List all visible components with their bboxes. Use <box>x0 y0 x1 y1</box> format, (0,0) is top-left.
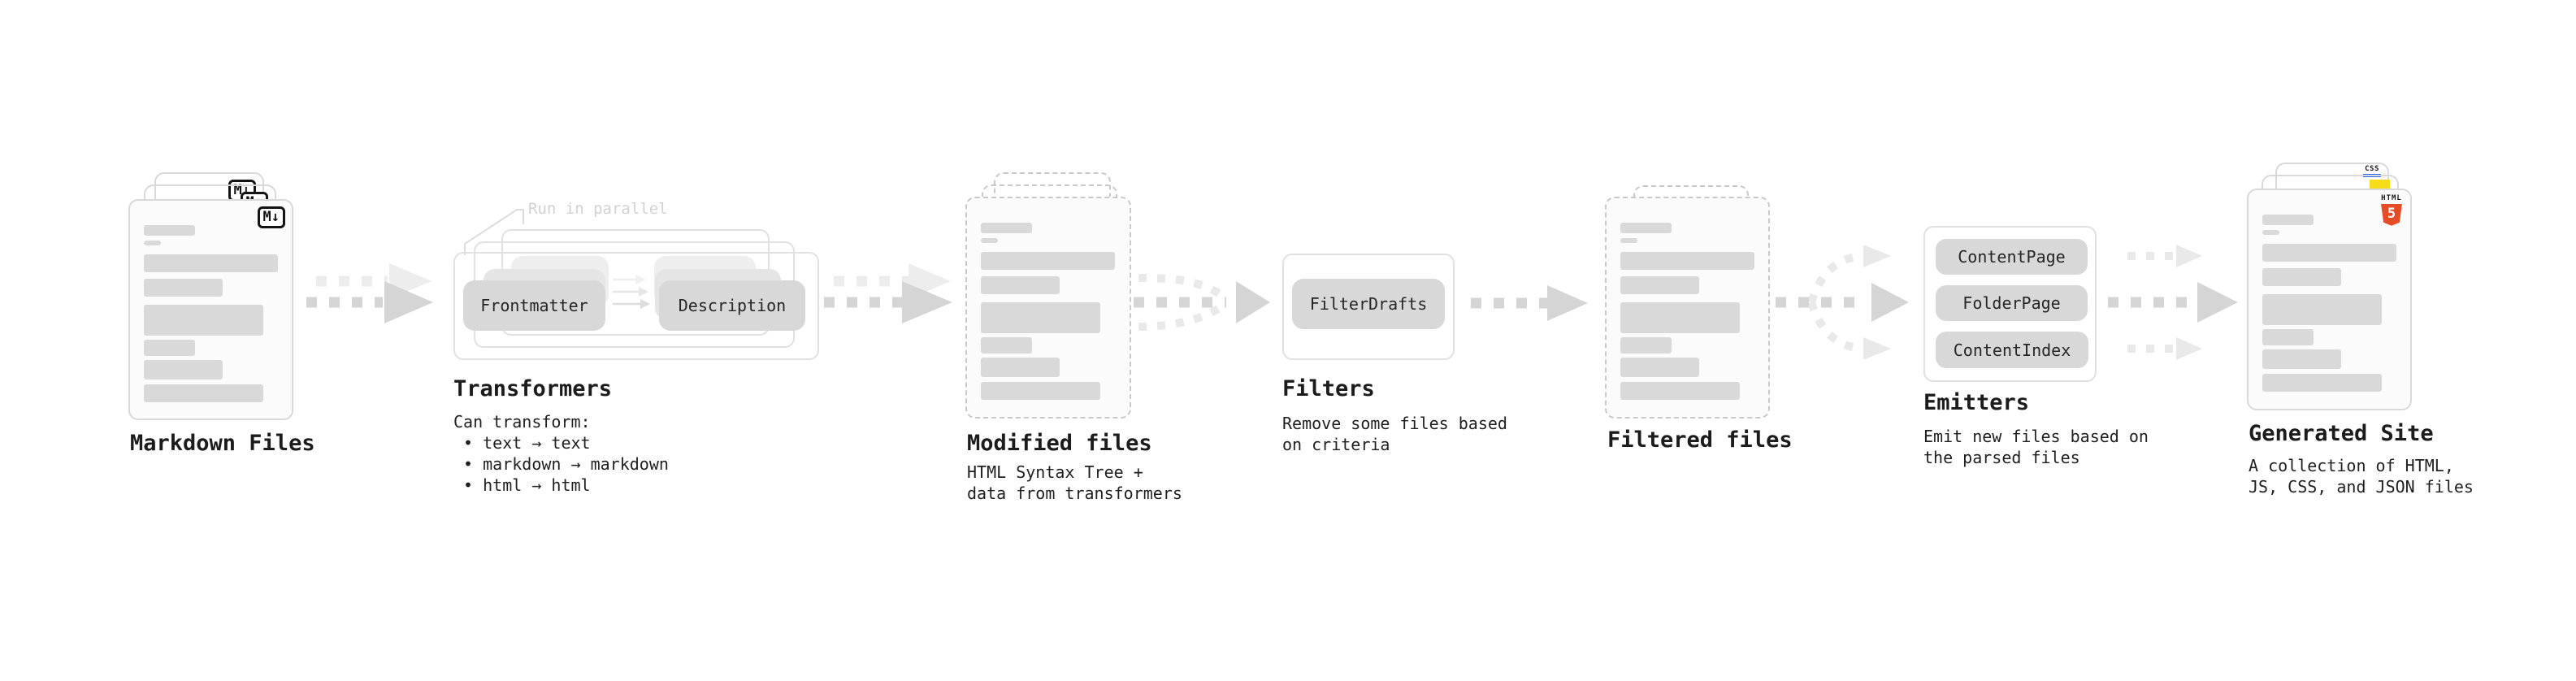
modified-files-title: Modified files <box>967 431 1152 456</box>
emitters-title: Emitters <box>1923 390 2030 415</box>
generated-site-description: A collection of HTML, JS, CSS, and JSON … <box>2249 456 2474 497</box>
filtered-files-title: Filtered files <box>1607 427 1793 453</box>
connector-transformers-to-modified <box>824 263 952 323</box>
folderpage-pill: FolderPage <box>1936 285 2088 321</box>
document-skeleton-lines <box>1620 223 1754 400</box>
frontmatter-pill: Frontmatter <box>463 280 605 331</box>
file-card-front <box>965 197 1131 419</box>
document-skeleton-lines <box>981 223 1116 400</box>
filterdrafts-pill: FilterDrafts <box>1292 279 1445 329</box>
css-icon-label: CSS <box>2365 165 2379 173</box>
transformers-description: Can transform: • text → text • markdown … <box>453 412 669 495</box>
description-pill: Description <box>659 280 805 331</box>
filters-title: Filters <box>1282 376 1375 401</box>
markdown-files-title: Markdown Files <box>130 431 315 456</box>
connector-markdown-to-transformers <box>306 263 433 323</box>
modified-files-description: HTML Syntax Tree + data from transformer… <box>967 462 1182 503</box>
file-card-front: HTML 5 <box>2247 189 2412 410</box>
connector-emitters-to-site <box>2108 245 2238 360</box>
connector-modified-to-filters <box>1134 274 1270 331</box>
filters-box: FilterDrafts <box>1282 254 1455 360</box>
connector-filters-to-filtered <box>1471 285 1588 321</box>
html5-icon: HTML 5 <box>2380 194 2403 226</box>
javascript-icon <box>2370 180 2390 190</box>
html5-icon-label: HTML <box>2381 194 2402 202</box>
file-card-front <box>1605 197 1770 419</box>
run-in-parallel-label: Run in parallel <box>528 200 668 218</box>
document-skeleton-lines <box>2262 215 2396 392</box>
contentindex-pill: ContentIndex <box>1936 332 2088 368</box>
file-card-front: M↓ <box>128 199 293 420</box>
markdown-icon: M↓ <box>257 206 285 228</box>
contentpage-pill: ContentPage <box>1936 239 2088 275</box>
emitters-description: Emit new files based on the parsed files <box>1923 427 2149 467</box>
document-skeleton-lines <box>144 225 278 402</box>
html5-icon-shield: 5 <box>2381 203 2402 226</box>
connector-filtered-to-emitters <box>1776 245 1909 360</box>
transformers-title: Transformers <box>453 376 613 401</box>
generated-site-title: Generated Site <box>2249 421 2434 446</box>
filters-description: Remove some files based on criteria <box>1282 414 1507 454</box>
emitters-box: ContentPage FolderPage ContentIndex <box>1923 226 2097 382</box>
annotation-leader-line <box>464 209 524 255</box>
transformer-layer-front: Frontmatter Description <box>453 252 819 360</box>
pill-arrows-icon <box>613 275 650 309</box>
